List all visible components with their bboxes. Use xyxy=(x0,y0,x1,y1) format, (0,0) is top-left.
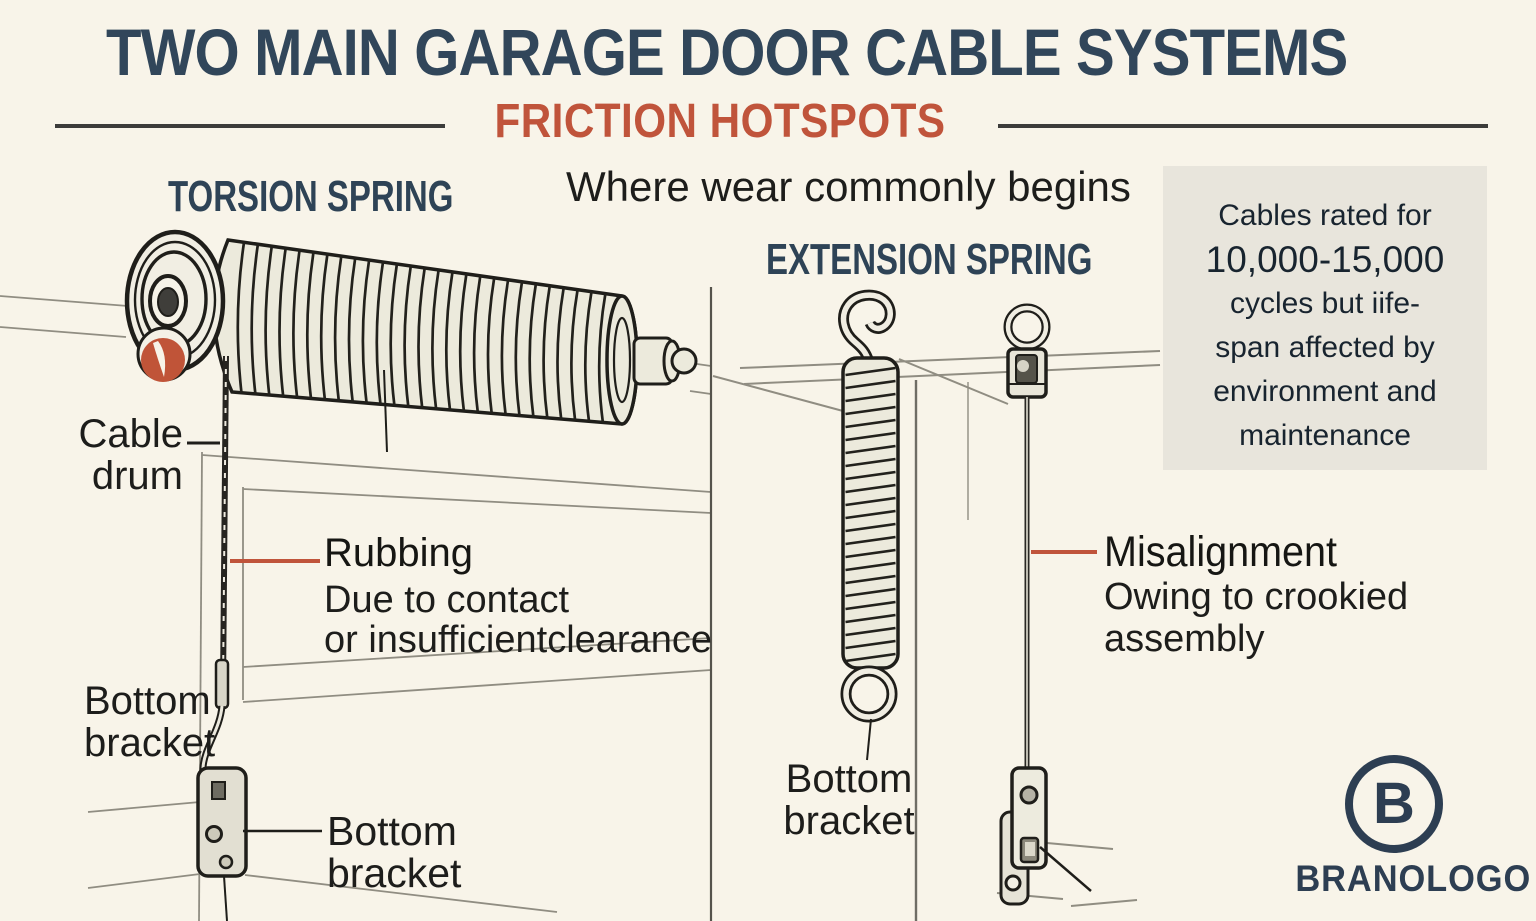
brand-monogram-icon: B xyxy=(1373,771,1415,836)
extension-bottom-bracket-illustration xyxy=(999,766,1092,906)
subtitle-rule-right xyxy=(998,124,1488,128)
torsion-bottom-bracket-illustration xyxy=(196,766,248,921)
torsion-heading: TORSION SPRING xyxy=(168,172,454,221)
note-line: 10,000-15,000 xyxy=(1205,239,1445,280)
misalignment-desc-2: assembly xyxy=(1104,618,1265,660)
brand-logo: B xyxy=(1345,755,1443,853)
spring-pointer-line xyxy=(383,369,388,453)
note-line: environment and xyxy=(1213,375,1437,408)
subtitle-rule-left xyxy=(55,124,445,128)
extension-door-lines xyxy=(712,350,1161,921)
note-line: cycles but iife- xyxy=(1229,287,1421,320)
page-subtitle: FRICTION HOTSPOTS xyxy=(494,95,946,148)
misalignment-label: Misalignment xyxy=(1104,528,1338,576)
torsion-bracket-label-right: Bottom bracket xyxy=(327,808,462,896)
cable-rating-note: Cables rated for 10,000-15,000 cycles bu… xyxy=(1163,166,1487,470)
torsion-door-lines xyxy=(0,295,712,921)
extension-bracket-pointer-line xyxy=(866,718,872,761)
page-title: TWO MAIN GARAGE DOOR CABLE SYSTEMS xyxy=(106,15,1348,89)
extension-bracket-label: Bottom bracket xyxy=(783,757,915,843)
extension-spring-coils xyxy=(845,366,896,663)
brand-name: BRANOLOGO xyxy=(1295,858,1532,899)
extension-spring-illustration xyxy=(838,289,900,761)
note-line: Cables rated for xyxy=(1218,199,1432,232)
torsion-shaft-knob xyxy=(670,347,698,375)
tagline: Where wear commonly begins xyxy=(566,163,1131,210)
rubbing-desc-1: Due to contact xyxy=(324,579,570,621)
rubbing-label: Rubbing xyxy=(324,531,474,575)
rubbing-desc-2: or insufficientclearance xyxy=(324,619,712,661)
friction-hotspot-marker xyxy=(136,326,192,382)
extension-cable-illustration xyxy=(999,303,1097,906)
torsion-spring-coils xyxy=(236,242,607,423)
misalignment-desc-1: Owing to crookied xyxy=(1104,576,1409,618)
torsion-spring-illustration xyxy=(124,229,698,921)
note-line: span affected by xyxy=(1215,331,1435,364)
cable-drum-label: Cable drum xyxy=(78,412,183,498)
torsion-end-ring xyxy=(612,316,632,404)
torsion-bracket-label-left: Bottom bracket xyxy=(84,679,216,765)
cable-sleeve xyxy=(214,658,230,710)
extension-heading: EXTENSION SPRING xyxy=(766,235,1093,284)
note-line: maintenance xyxy=(1239,419,1411,452)
